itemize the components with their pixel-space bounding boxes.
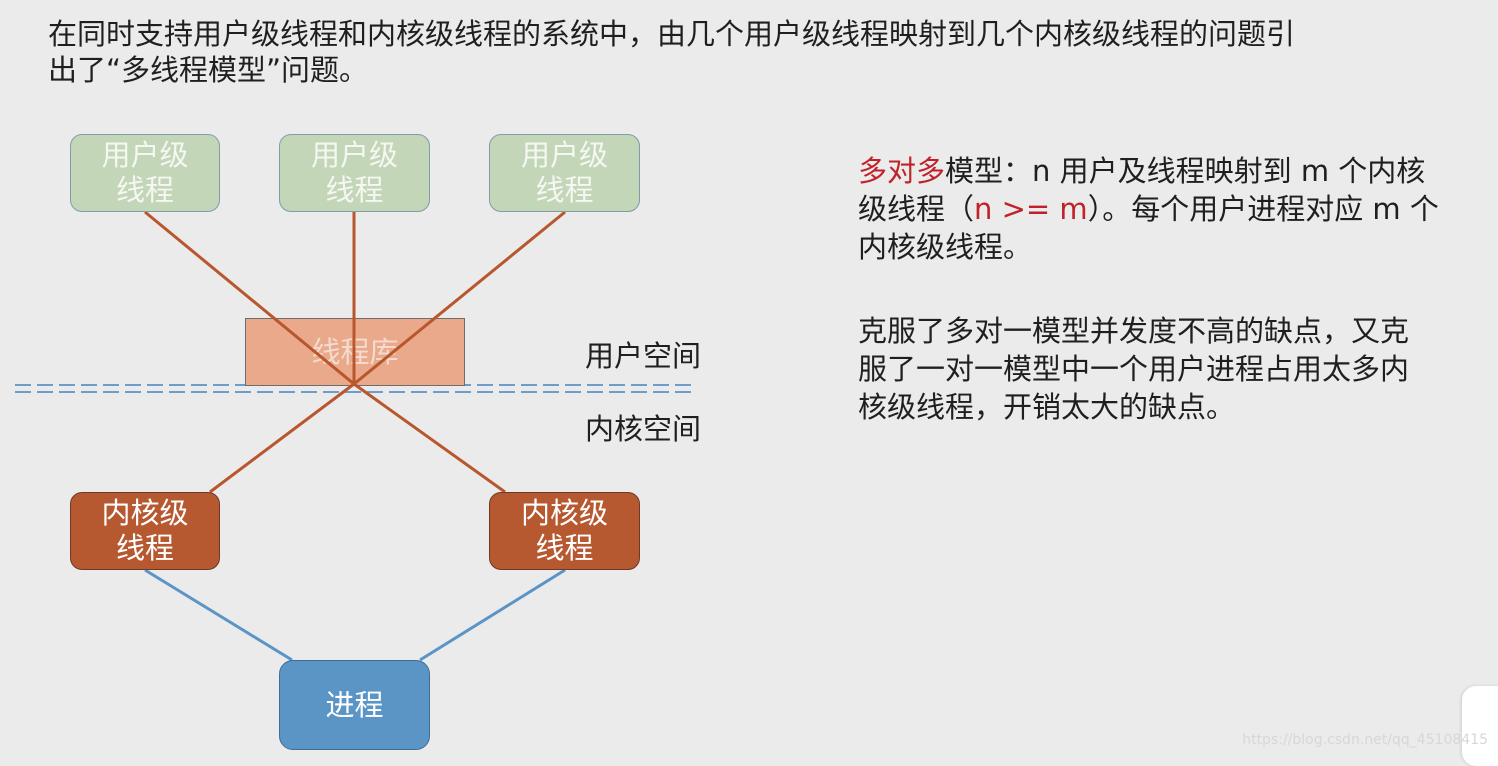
user-thread-3-label-line1: 用户级 [520, 138, 608, 172]
intro-text: 在同时支持用户级线程和内核级线程的系统中，由几个用户级线程映射到几个内核级线程的… [48, 16, 1468, 88]
advantage-line-3: 核级线程，开销太大的缺点。 [858, 390, 1236, 424]
many-to-many-diagram: 线程库 用户级 线程 用户级 线程 用户级 线程 用户空间 内核空间 内核级 线… [15, 134, 702, 750]
user-space-label: 用户空间 [585, 339, 702, 373]
description-paragraph-2: 克服了多对一模型并发度不高的缺点，又克 服了一对一模型中一个用户进程占用太多内 … [858, 312, 1488, 426]
kernel-thread-box-1: 内核级 线程 [70, 492, 220, 570]
user-thread-1-label-line1: 用户级 [101, 138, 189, 172]
kernel-thread-1-label-line2: 线程 [115, 531, 174, 565]
kernel-thread-box-2: 内核级 线程 [489, 492, 640, 570]
intro-line-2: 出了“多线程模型”问题。 [48, 53, 369, 87]
model-name-highlight: 多对多 [858, 154, 946, 188]
advantage-line-1: 克服了多对一模型并发度不高的缺点，又克 [858, 314, 1410, 348]
description-paragraph-1: 多对多模型：n 用户及线程映射到 m 个内核 级线程（n >= m）。每个用户进… [858, 152, 1488, 266]
mapping-line-kernel2 [353, 382, 506, 494]
corner-widget [1462, 686, 1498, 766]
kernel-to-process-line-right [419, 568, 566, 662]
advantage-line-2: 服了一对一模型中一个用户进程占用太多内 [858, 352, 1410, 386]
process-box: 进程 [279, 660, 430, 750]
kernel-thread-2-label-line1: 内核级 [520, 496, 608, 530]
user-thread-3-label-line2: 线程 [535, 173, 594, 207]
kernel-thread-2-label-line2: 线程 [535, 531, 594, 565]
description-line-1-rest: 模型：n 用户及线程映射到 m 个内核 [945, 154, 1426, 188]
description-line-1: 多对多模型：n 用户及线程映射到 m 个内核 [858, 152, 1488, 190]
description-line-2-post: ）。每个用户进程对应 m 个 [1087, 192, 1439, 226]
user-thread-2-label-line1: 用户级 [310, 138, 398, 172]
user-thread-box-1: 用户级 线程 [70, 134, 220, 212]
user-thread-2-label-line2: 线程 [325, 173, 384, 207]
mapping-line-user3 [353, 210, 566, 386]
description-line-3: 内核级线程。 [858, 230, 1033, 264]
description-line-2: 级线程（n >= m）。每个用户进程对应 m 个 [858, 190, 1488, 228]
user-thread-box-3: 用户级 线程 [489, 134, 640, 212]
kernel-space-label: 内核空间 [585, 412, 702, 446]
mapping-line-user1 [144, 210, 355, 386]
user-thread-box-2: 用户级 线程 [279, 134, 430, 212]
condition-highlight: n >= m [974, 192, 1088, 226]
user-thread-1-label-line2: 线程 [115, 173, 174, 207]
intro-line-1: 在同时支持用户级线程和内核级线程的系统中，由几个用户级线程映射到几个内核级线程的… [48, 17, 1296, 51]
description-line-2-pre: 级线程（ [858, 192, 975, 226]
process-label: 进程 [325, 687, 384, 722]
mapping-lines [144, 210, 566, 494]
watermark-text: https://blog.csdn.net/qq_45108415 [1242, 732, 1488, 748]
mapping-line-kernel1 [209, 382, 355, 494]
kernel-thread-1-label-line1: 内核级 [101, 496, 189, 530]
kernel-to-process-line-left [144, 568, 293, 662]
